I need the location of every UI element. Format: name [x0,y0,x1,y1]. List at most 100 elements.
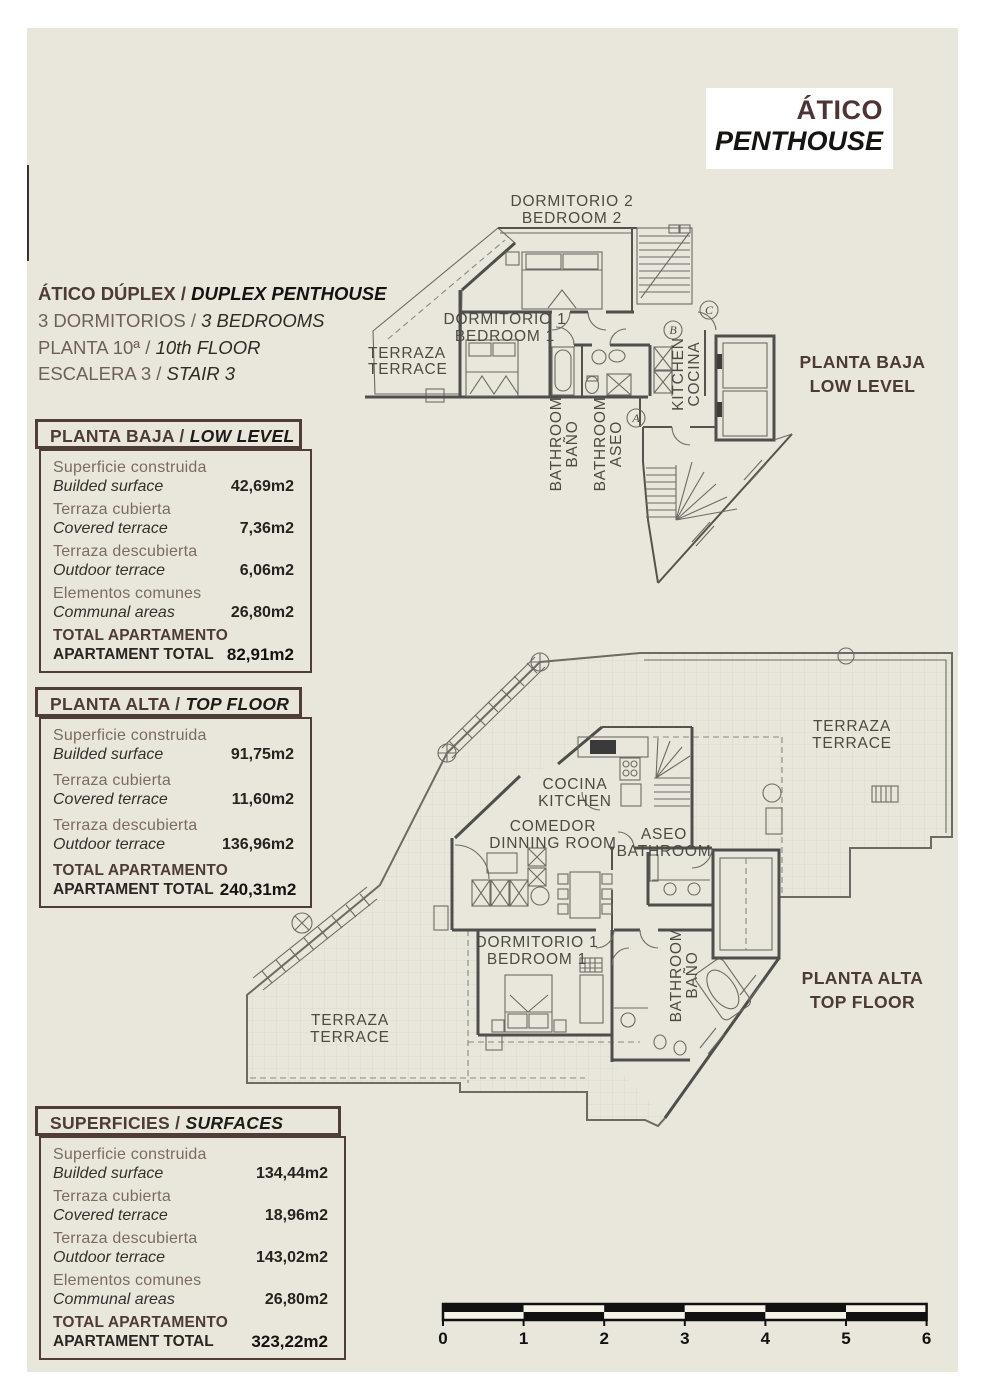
staircase-icon [636,227,693,305]
room-label: TERRACE [310,1029,390,1046]
scale-tick: 4 [761,1329,771,1348]
scale-tick: 5 [841,1329,850,1348]
title-box: ÁTICO PENTHOUSE [706,88,893,169]
room-label-kitchen: KITCHEN COCINA [670,337,703,411]
svg-text:BATHROOM: BATHROOM [592,397,609,492]
title-en: PENTHOUSE [714,126,883,156]
summary-line: PLANTA 10ª / 10th FLOOR [38,336,261,358]
table-header: PLANTA BAJA / LOW LEVEL [35,419,302,449]
svg-text:BAÑO: BAÑO [684,951,701,998]
room-label-bath: BATHROOM BAÑO [548,397,581,492]
svg-text:C: C [705,303,714,317]
grill-icon [871,785,899,803]
title-es: ÁTICO [796,95,883,125]
side-table-icon [530,886,550,906]
section-mark-a: A [626,408,646,428]
room-label: ASEO [641,826,687,843]
svg-text:KITCHEN: KITCHEN [670,337,687,411]
room-label: DINNING ROOM [489,835,617,852]
lower-staircase-icon [642,426,793,584]
table-header: PLANTA ALTA / TOP FLOOR [35,687,302,717]
dining-table-icon [557,871,613,919]
svg-text:BATHROOM: BATHROOM [668,928,685,1023]
room-label: TERRACE [812,735,892,752]
room-label: TERRAZA [311,1012,389,1029]
summary-line: ÁTICO DÚPLEX / DUPLEX PENTHOUSE [38,283,387,304]
room-label: DORMITORIO 2 [511,193,634,210]
room-label: BEDROOM 1 [487,951,587,968]
room-label: DORMITORIO 1 [444,311,567,328]
scale-bar-segments [441,1302,928,1326]
floor-plan-low-level: A B C DORMITORIO 2 BEDROOM 2 DORMITORIO … [365,193,793,584]
table-low-level: PLANTA BAJA / LOW LEVEL Superficie const… [35,419,312,673]
coffee-table-icon [486,852,518,874]
svg-text:ASEO: ASEO [608,421,625,467]
double-bed-icon [491,974,567,1033]
room-label: COCINA [542,776,607,793]
scale-tick: 2 [599,1329,608,1348]
kitchen-counter-icon [653,345,673,396]
single-bed-icon [465,339,519,397]
room-label: TERRACE [368,361,448,378]
room-label: TERRAZA [813,718,891,735]
section-mark-c: C [699,300,719,320]
table-surfaces: SUPERFICIES / SURFACES Superficie constr… [35,1106,346,1360]
vent-icon [837,647,855,665]
scale-tick: 1 [519,1329,528,1348]
scale-tick: 0 [438,1329,447,1348]
toilet-icon [614,1007,687,1056]
elevator-shaft-icon [711,848,781,960]
bathtub-icon [551,346,575,396]
scale-tick: 3 [680,1329,689,1348]
svg-text:B: B [669,323,677,337]
room-label: COMEDOR [510,818,597,835]
svg-text:BAÑO: BAÑO [564,420,581,467]
room-label: BEDROOM 1 [455,328,555,345]
summary-line: 3 DORMITORIOS / 3 BEDROOMS [38,309,325,331]
table-header: SUPERFICIES / SURFACES [35,1106,341,1136]
room-label: DORMITORIO 1 [476,934,599,951]
section-mark-b: B [663,320,683,340]
room-label: BATHROOM [617,843,712,860]
wardrobe-icon [579,957,604,1024]
patio-table-icon [762,783,783,835]
floor-plan-top-floor: TERRAZA TERRACE COCINA KITCHEN COMEDOR D… [246,647,953,1128]
room-label: BEDROOM 2 [522,210,622,227]
plan-side-label-top: PLANTA ALTA TOP FLOOR [801,968,924,1012]
apartment-summary: ÁTICO DÚPLEX / DUPLEX PENTHOUSE 3 DORMIT… [38,281,386,388]
pergola-icon [252,886,378,991]
plan-side-label-low: PLANTA BAJA LOW LEVEL [799,352,926,396]
scale-tick: 6 [922,1329,931,1348]
bathtub-icon [694,958,751,1021]
armchair-icon [527,847,547,887]
room-label: TERRAZA [368,345,446,362]
sofa-icon [471,879,529,907]
svg-text:COCINA: COCINA [686,341,703,406]
summary-line: ESCALERA 3 / STAIR 3 [38,363,236,385]
elevator-icon [714,334,776,442]
staircase-icon [654,737,691,807]
room-label: KITCHEN [538,793,612,810]
pergola-icon [437,652,550,763]
left-edge-mark [27,165,29,261]
kitchen-counter-icon [577,736,649,807]
double-bed-icon [505,251,603,310]
svg-text:BATHROOM: BATHROOM [548,397,565,492]
table-top-floor: PLANTA ALTA / TOP FLOOR Superficie const… [35,687,312,908]
room-label-aseo: BATHROOM ASEO [592,397,625,492]
toilet-icon [649,854,710,896]
